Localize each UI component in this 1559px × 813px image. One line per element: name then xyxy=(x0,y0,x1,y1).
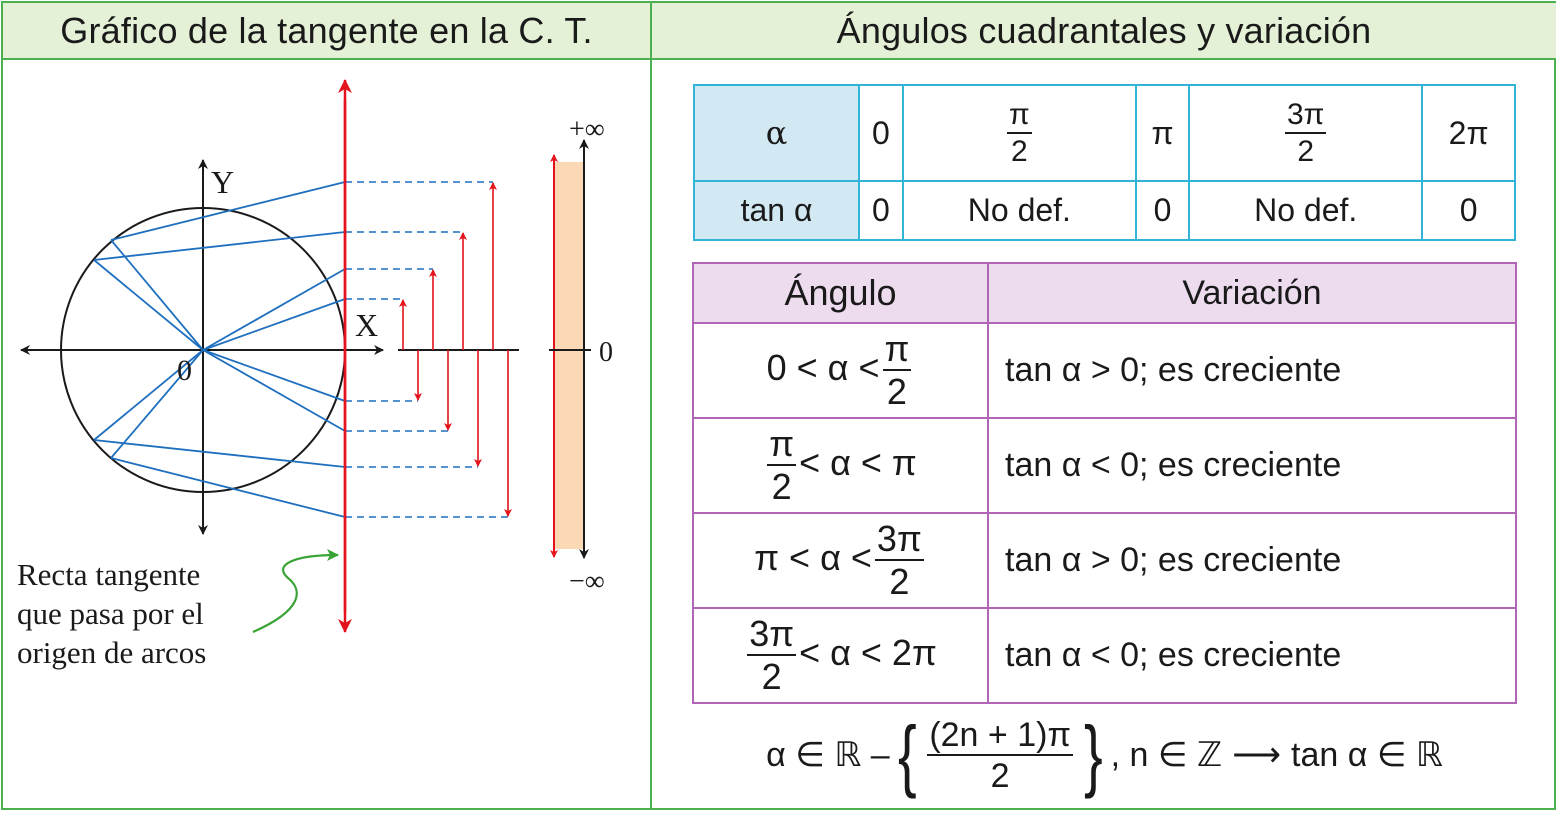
annotation-arrow xyxy=(252,549,339,634)
brace-open: { xyxy=(897,710,917,799)
origin-label: 0 xyxy=(177,354,192,387)
brace-close: } xyxy=(1083,710,1103,799)
tan-value-cell: 0 xyxy=(858,180,904,241)
annotation-line-3: origen de arcos xyxy=(17,635,206,670)
header-variation: Variación xyxy=(987,262,1517,324)
header-angle: Ángulo xyxy=(692,262,989,324)
angle-cell: π xyxy=(1134,84,1191,182)
alpha-row-label: α xyxy=(693,84,860,182)
right-panel-title: Ángulos cuadrantales y variación xyxy=(652,3,1556,60)
annotation-line-2: que pasa por el xyxy=(17,596,204,631)
implies-arrow-icon: ⟶ xyxy=(1232,736,1282,774)
variation-text: tan α < 0; es creciente xyxy=(987,607,1517,704)
range-bar xyxy=(554,162,584,549)
tan-value-cell: 0 xyxy=(1421,180,1516,241)
tan-value-cell: No def. xyxy=(1188,180,1424,241)
tan-row-label: tan α xyxy=(693,180,860,241)
tangent-value-arrows xyxy=(399,182,512,517)
formula-left: α ∈ ℝ – xyxy=(766,736,890,774)
variation-text: tan α < 0; es creciente xyxy=(987,417,1517,514)
plus-infinity-label: +∞ xyxy=(569,114,605,145)
tan-value-cell: No def. xyxy=(901,180,1137,241)
annotation-line-1: Recta tangente xyxy=(17,557,200,592)
angle-cell: 2π xyxy=(1421,84,1516,182)
left-panel-title: Gráfico de la tangente en la C. T. xyxy=(3,3,650,60)
tan-value-cell: 0 xyxy=(1134,180,1191,241)
angle-rays xyxy=(93,181,346,518)
zero-label: 0 xyxy=(599,337,613,368)
variation-text: tan α > 0; es creciente xyxy=(987,322,1517,419)
formula-right: tan α ∈ ℝ xyxy=(1291,736,1443,774)
variation-text: tan α > 0; es creciente xyxy=(987,512,1517,609)
minus-infinity-label: −∞ xyxy=(569,566,605,597)
x-axis-label: X xyxy=(355,307,378,343)
angle-cell: 0 xyxy=(858,84,904,182)
panel-divider xyxy=(650,3,652,810)
tangent-graph: Y X 0 +∞ −∞ 0 Recta tangente que pasa po… xyxy=(17,79,613,670)
y-axis-label: Y xyxy=(211,164,234,200)
formula-middle: , n ∈ ℤ xyxy=(1110,736,1223,774)
projection-lines xyxy=(345,181,508,518)
